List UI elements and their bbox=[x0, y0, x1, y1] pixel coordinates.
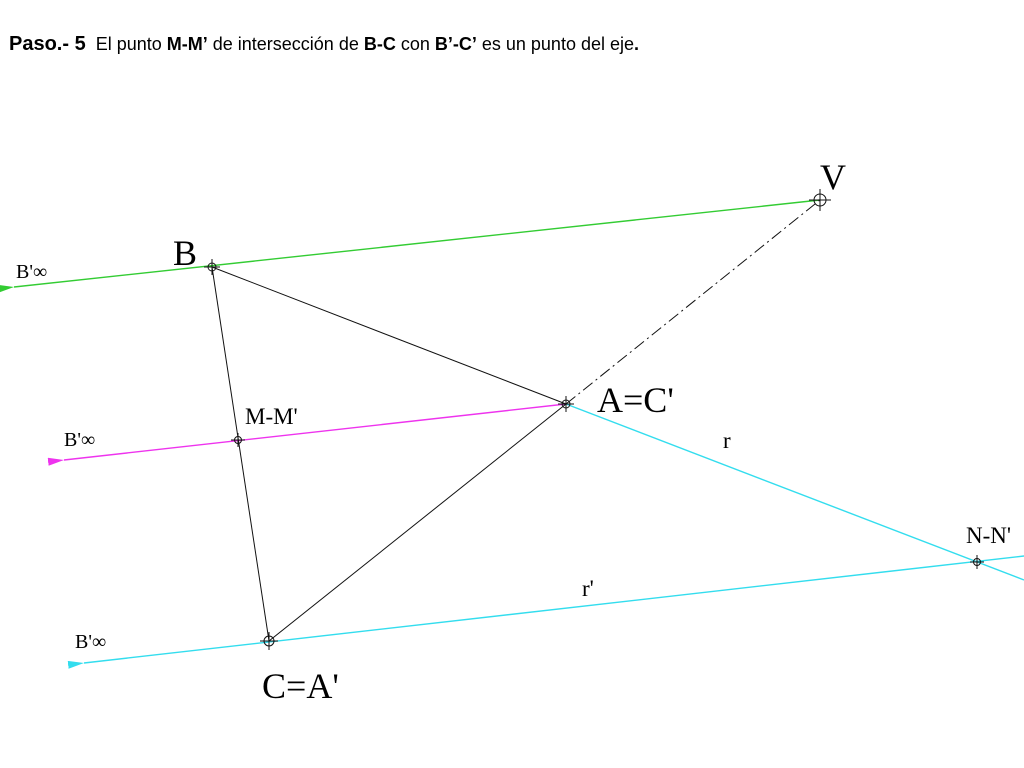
label-r: r bbox=[723, 428, 731, 453]
segment-c-a bbox=[268, 403, 567, 642]
line-r bbox=[565, 403, 1024, 581]
title-segment-bc-prime: B’-C’ bbox=[434, 34, 477, 54]
segment-b-a bbox=[211, 266, 567, 405]
magenta-line-a-m bbox=[47, 403, 567, 466]
title-text-2: de intersección de bbox=[207, 34, 364, 54]
title-text-4: es un punto del eje bbox=[476, 34, 634, 54]
point-a-c-marker bbox=[558, 396, 574, 412]
segment-b-c bbox=[211, 266, 270, 642]
green-line-v-b bbox=[0, 199, 821, 293]
title-text-1: El punto bbox=[95, 34, 167, 54]
label-b-infinity-top: B'∞ bbox=[16, 261, 47, 283]
line-r-prime bbox=[67, 555, 1024, 669]
title-segment-bc: B-C bbox=[363, 34, 396, 54]
label-b-infinity-middle: B'∞ bbox=[64, 429, 95, 451]
point-c-a-marker bbox=[260, 632, 278, 650]
title-text-3: con bbox=[395, 34, 435, 54]
label-a-c: A=C' bbox=[597, 380, 674, 420]
point-n-n-marker bbox=[970, 555, 984, 569]
label-m-m: M-M' bbox=[245, 404, 298, 429]
title-period: . bbox=[634, 34, 640, 54]
label-b-infinity-bottom: B'∞ bbox=[75, 631, 106, 653]
title-point-mm: M-M’ bbox=[166, 34, 208, 54]
point-b-marker bbox=[204, 259, 220, 275]
point-m-m-marker bbox=[231, 433, 245, 447]
label-v: V bbox=[820, 157, 846, 197]
page-title: Paso.- 5 El punto M-M’ de intersección de… bbox=[9, 33, 639, 56]
step-label: Paso.- 5 bbox=[9, 33, 86, 55]
point-v-marker bbox=[809, 189, 831, 211]
label-r-prime: r' bbox=[582, 576, 594, 601]
label-n-n: N-N' bbox=[966, 523, 1011, 548]
label-c-a: C=A' bbox=[262, 666, 339, 706]
label-b: B bbox=[173, 233, 197, 273]
dashed-line-a-v bbox=[565, 199, 821, 405]
